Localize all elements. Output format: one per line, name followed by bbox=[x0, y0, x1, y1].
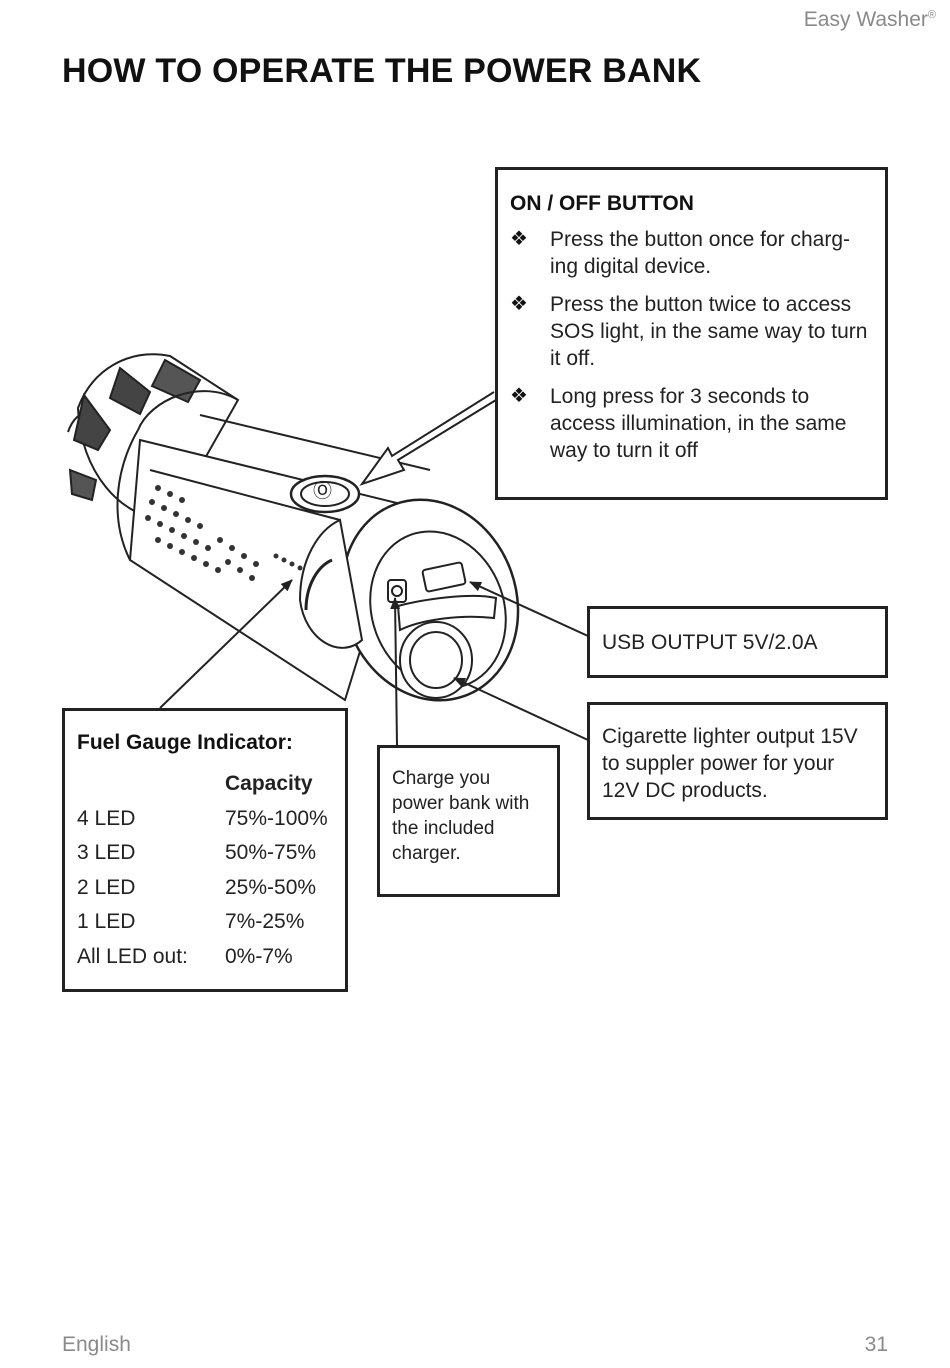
arrow-fuel bbox=[159, 579, 293, 709]
registered-mark: ® bbox=[927, 9, 936, 21]
arrow-onoff bbox=[359, 391, 497, 486]
capacity-range: 7%-25% bbox=[225, 910, 305, 934]
diamond-bullet-icon: ❖ bbox=[510, 228, 528, 250]
fuel-gauge-row: All LED out: 0%-7% bbox=[77, 940, 333, 975]
capacity-range: 0%-7% bbox=[225, 944, 293, 968]
led-count: 3 LED bbox=[77, 841, 136, 865]
arrow-cigarette bbox=[453, 677, 589, 741]
power-symbol-icon: Ⓞ bbox=[313, 481, 333, 502]
fuel-gauge-row: 4 LED 75%-100% bbox=[77, 802, 333, 837]
diamond-bullet-icon: ❖ bbox=[510, 385, 528, 407]
capacity-range: 75%-100% bbox=[225, 806, 328, 830]
led-count: 1 LED bbox=[77, 910, 136, 934]
onoff-item-text: Press the button twice to access SOS lig… bbox=[550, 293, 868, 370]
capacity-range: 50%-75% bbox=[225, 841, 317, 865]
footer-language: English bbox=[62, 1333, 131, 1356]
brand-name: Easy Washer bbox=[803, 8, 928, 31]
usb-output-text: USB OUTPUT 5V/2.0A bbox=[602, 631, 818, 654]
fuel-gauge-header-row: Capacity bbox=[77, 767, 333, 802]
capacity-range: 25%-50% bbox=[225, 875, 317, 899]
onoff-button-callout: ON / OFF BUTTON ❖ Press the button once f… bbox=[495, 167, 888, 500]
fuel-gauge-callout: Fuel Gauge Indicator: Capacity 4 LED 75%-… bbox=[62, 708, 348, 992]
fuel-gauge-title: Fuel Gauge Indicator: bbox=[77, 731, 293, 754]
onoff-item: ❖ Press the button once for charg-ing dig… bbox=[510, 226, 871, 280]
charge-callout: Charge you power bank with the included … bbox=[377, 745, 560, 897]
arrow-usb bbox=[469, 581, 589, 637]
arrow-charge bbox=[390, 597, 401, 746]
callout-arrows bbox=[159, 391, 589, 746]
brand-header: Easy Washer® bbox=[804, 8, 936, 32]
led-count: 2 LED bbox=[77, 875, 136, 899]
page-number: 31 bbox=[864, 1333, 888, 1356]
led-count: 4 LED bbox=[77, 806, 136, 830]
cigarette-output-callout: Cigarette lighter output 15V to suppler … bbox=[587, 702, 888, 820]
fuel-gauge-row: 3 LED 50%-75% bbox=[77, 836, 333, 871]
onoff-instructions: ❖ Press the button once for charg-ing dig… bbox=[510, 226, 871, 464]
onoff-item-text: Long press for 3 seconds to access illum… bbox=[550, 385, 847, 462]
fuel-gauge-row: 2 LED 25%-50% bbox=[77, 871, 333, 906]
onoff-title: ON / OFF BUTTON bbox=[510, 192, 694, 215]
fuel-gauge-row: 1 LED 7%-25% bbox=[77, 905, 333, 940]
diamond-bullet-icon: ❖ bbox=[510, 293, 528, 315]
led-count: All LED out: bbox=[77, 944, 188, 968]
onoff-item: ❖ Press the button twice to access SOS li… bbox=[510, 291, 871, 372]
charge-text: Charge you power bank with the included … bbox=[392, 768, 530, 864]
cigarette-output-text: Cigarette lighter output 15V to suppler … bbox=[602, 725, 858, 802]
page-title: HOW TO OPERATE THE POWER BANK bbox=[62, 52, 702, 90]
capacity-header: Capacity bbox=[225, 772, 313, 796]
onoff-item-text: Press the button once for charg-ing digi… bbox=[550, 228, 850, 278]
usb-output-callout: USB OUTPUT 5V/2.0A bbox=[587, 606, 888, 678]
power-bank-body bbox=[67, 353, 520, 702]
onoff-item: ❖ Long press for 3 seconds to access illu… bbox=[510, 383, 871, 464]
